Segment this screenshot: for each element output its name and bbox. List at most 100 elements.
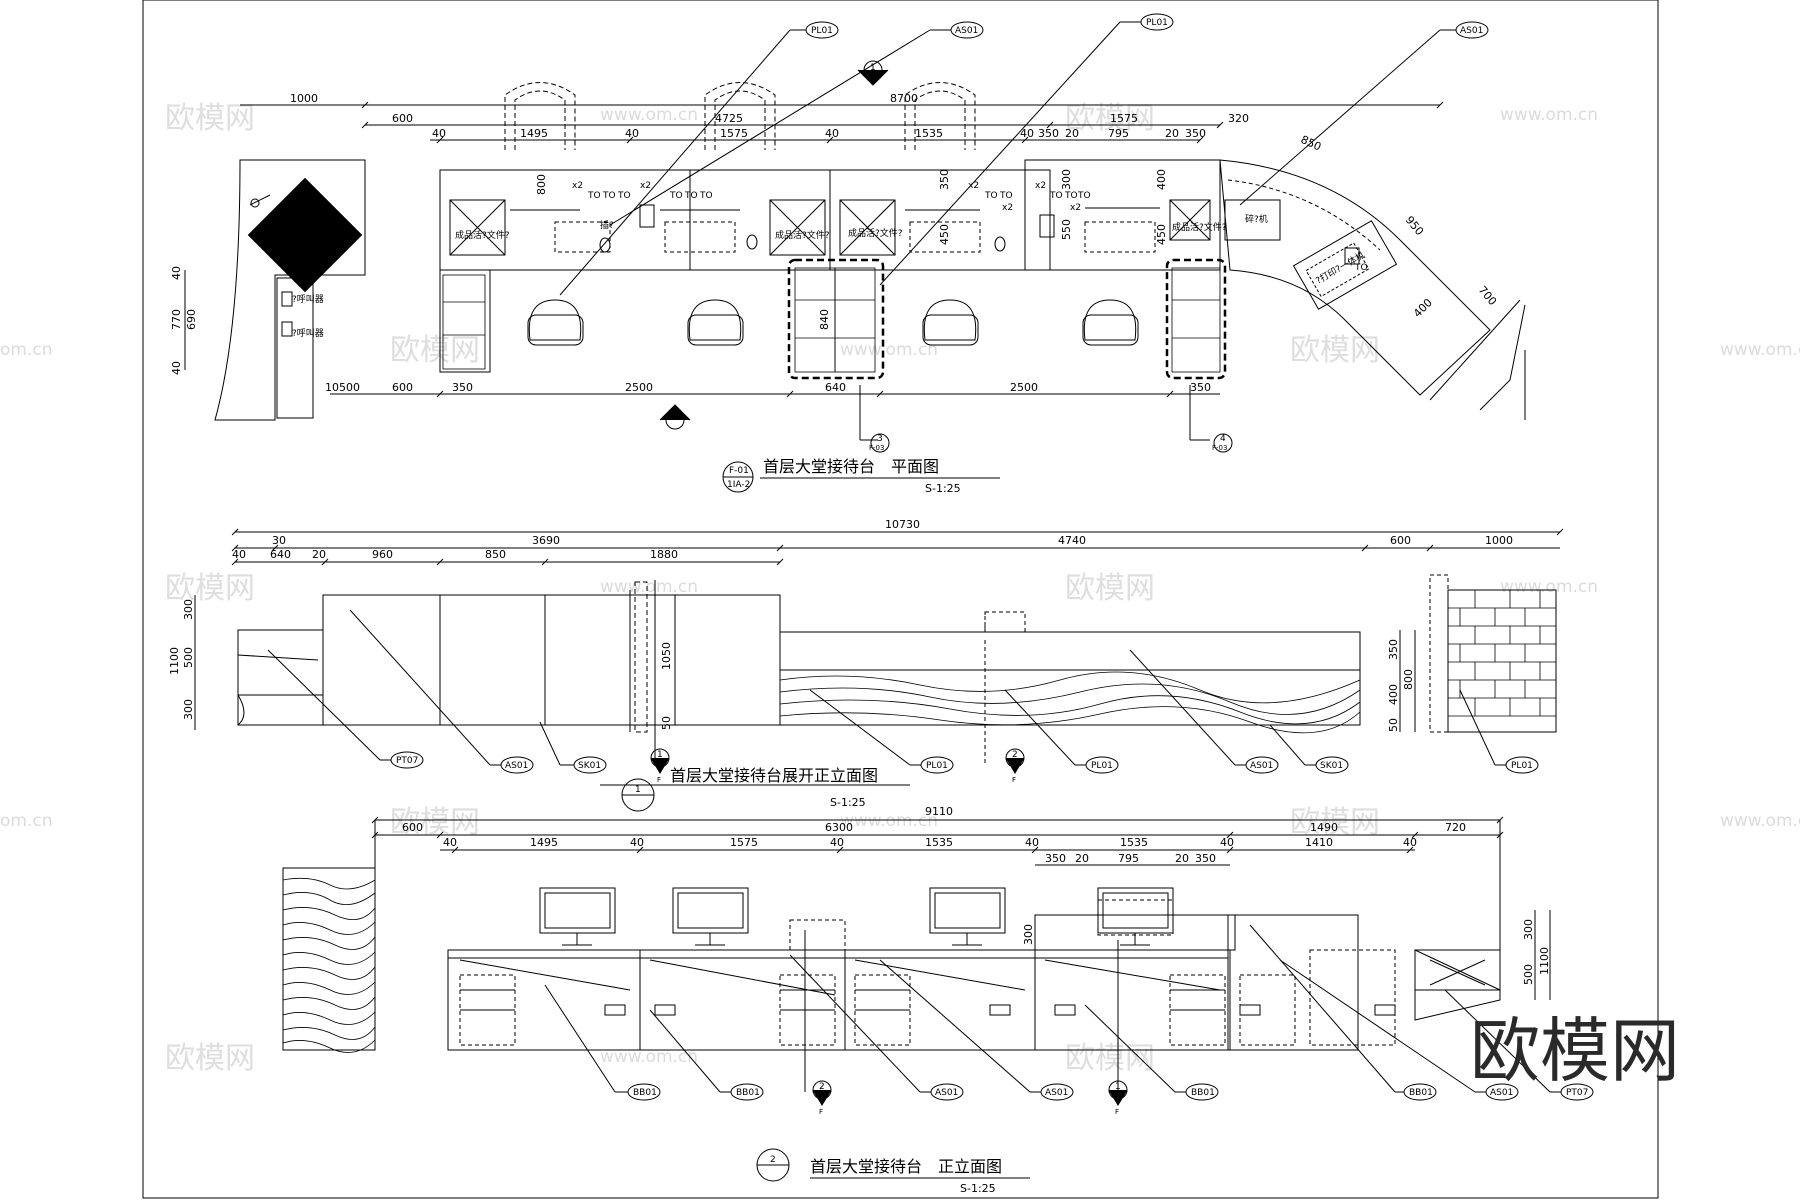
watermark: 欧模网 xyxy=(1290,333,1380,368)
plan-dim: 600 xyxy=(392,112,413,125)
plan-dim: 840 xyxy=(818,309,831,330)
elev1-dim: 50 xyxy=(660,716,673,730)
plan-dim: 4725 xyxy=(715,112,743,125)
title-num: 2 xyxy=(770,1155,776,1165)
socket-label: TO xyxy=(1077,191,1091,201)
plan-dim: 350 xyxy=(1038,127,1059,140)
socket-label: TO xyxy=(699,191,713,201)
elev1-scale: S-1:25 xyxy=(830,796,866,809)
plan-dim: 795 xyxy=(1108,127,1129,140)
material-tag: AS01 xyxy=(1490,1088,1513,1098)
elevation-1 xyxy=(194,528,1564,786)
socket-label: TO xyxy=(999,191,1013,201)
watermark: 欧模网 xyxy=(390,805,480,840)
elev2-dim: 40 xyxy=(830,836,844,849)
plan-dim: 640 xyxy=(825,381,846,394)
elev2-dim: 40 xyxy=(1025,836,1039,849)
plan-dim: 350 xyxy=(452,381,473,394)
plan-scale: S-1:25 xyxy=(925,482,961,495)
elev1-dim: 350 xyxy=(1387,639,1400,660)
watermark-layer: 欧模网 欧模网 欧模网 欧模网 欧模网 欧模网 欧模网 欧模网 欧模网 欧模网 … xyxy=(0,101,1800,1076)
elev1-dim: 1100 xyxy=(168,647,181,675)
plan-dim: 20 xyxy=(1165,127,1179,140)
elev2-dim: 20 xyxy=(1175,852,1189,865)
elev2-dim: 1410 xyxy=(1305,836,1333,849)
elev1-dim: 10730 xyxy=(885,518,920,531)
elev2-scale: S-1:25 xyxy=(960,1182,996,1195)
equipment-label: ?呼叫器 xyxy=(292,328,324,339)
elev1-section-marks xyxy=(650,748,1025,774)
watermark: 欧模网 xyxy=(390,333,480,368)
elev2-dim: 1535 xyxy=(925,836,953,849)
elev2-dim: 1535 xyxy=(1120,836,1148,849)
section-ref: F xyxy=(1115,1108,1119,1116)
material-tag: PL01 xyxy=(926,761,948,771)
material-tag: PL01 xyxy=(1511,761,1533,771)
elev2-dim: 500 xyxy=(1522,964,1535,985)
material-tag: AS01 xyxy=(505,761,528,771)
elev1-dim: 40 xyxy=(232,548,246,561)
plan-dim: 350 xyxy=(938,169,951,190)
plan-dim: 40 xyxy=(170,361,183,375)
socket-label: TO xyxy=(1354,263,1368,273)
socket-label: x2 xyxy=(968,181,979,191)
plan-dim: 40 xyxy=(625,127,639,140)
material-tag: AS01 xyxy=(1045,1088,1068,1098)
plan-dim: 2500 xyxy=(625,381,653,394)
elev1-section-text: 1 F 2 F xyxy=(657,750,1018,784)
section-num: 1 xyxy=(657,750,663,760)
plan-dim: 400 xyxy=(1411,296,1435,320)
elev1-dim: 500 xyxy=(182,647,195,668)
plan-tags: PL01 AS01 PL01 AS01 xyxy=(805,13,1489,39)
watermark-url: www.om.cn xyxy=(1500,105,1598,125)
material-tag: BB01 xyxy=(633,1088,657,1098)
watermark-url: www.om.cn xyxy=(840,811,938,831)
watermark: 欧模网 xyxy=(1290,805,1380,840)
plan-dim: 800 xyxy=(535,174,548,195)
plan-dim: 40 xyxy=(170,266,183,280)
material-tag: AS01 xyxy=(955,26,978,36)
material-tag: SK01 xyxy=(1320,761,1343,771)
socket-label: TO xyxy=(587,191,601,201)
material-tag: AS01 xyxy=(1250,761,1273,771)
elev2-dim: 720 xyxy=(1445,821,1466,834)
material-tag: PL01 xyxy=(811,26,833,36)
plan-dim: 450 xyxy=(938,224,951,245)
material-tag: BB01 xyxy=(1409,1088,1433,1098)
plan-dim: 10500 xyxy=(325,381,360,394)
elev2-section-marks xyxy=(812,1080,1128,1106)
watermark-url: www.om.cn xyxy=(840,340,938,360)
equipment-label: 插? xyxy=(600,219,614,231)
title-ref: 1IA-2 xyxy=(727,480,750,490)
elev2-dim: 795 xyxy=(1118,852,1139,865)
elev1-dim: 300 xyxy=(182,599,195,620)
desk-label: 成品活?文件? xyxy=(775,229,830,241)
material-tag: BB01 xyxy=(1191,1088,1215,1098)
material-tag: BB01 xyxy=(736,1088,760,1098)
socket-label: TO xyxy=(617,191,631,201)
elev2-tags: BB01 BB01 AS01 AS01 BB01 BB01 AS01 PT07 xyxy=(627,1083,1594,1101)
elev2-dim: 600 xyxy=(402,821,423,834)
elev1-dim: 300 xyxy=(182,699,195,720)
section-num: 1 xyxy=(870,63,876,73)
elev1-tags: PT07 AS01 SK01 PL01 PL01 AS01 SK01 PL01 xyxy=(390,751,1539,774)
elevation-2 xyxy=(282,816,1565,1179)
elev2-title: 首层大堂接待台 正立面图 xyxy=(810,1157,1002,1176)
watermark: 欧模网 xyxy=(1065,571,1155,606)
socket-label: TO xyxy=(684,191,698,201)
elev1-dim: 50 xyxy=(1387,718,1400,732)
elev1-dim: 600 xyxy=(1390,534,1411,547)
socket-label: x2 xyxy=(572,181,583,191)
elev2-dim: 300 xyxy=(1022,924,1035,945)
plan-dim: 300 xyxy=(1060,169,1073,190)
plan-dimensions: 1000 8700 600 4725 1575 320 40 1495 40 1… xyxy=(170,92,1499,394)
sheet-border xyxy=(142,0,1659,1199)
plan-dim: 770 xyxy=(170,309,183,330)
section-ref: F xyxy=(819,1108,823,1116)
elev2-dim: 40 xyxy=(630,836,644,849)
plan-section-marks xyxy=(659,60,1233,453)
plan-dim: 40 xyxy=(825,127,839,140)
plan-dim: 8700 xyxy=(890,92,918,105)
plan-dim: 550 xyxy=(1060,219,1073,240)
plan-dim: 20 xyxy=(1065,127,1079,140)
